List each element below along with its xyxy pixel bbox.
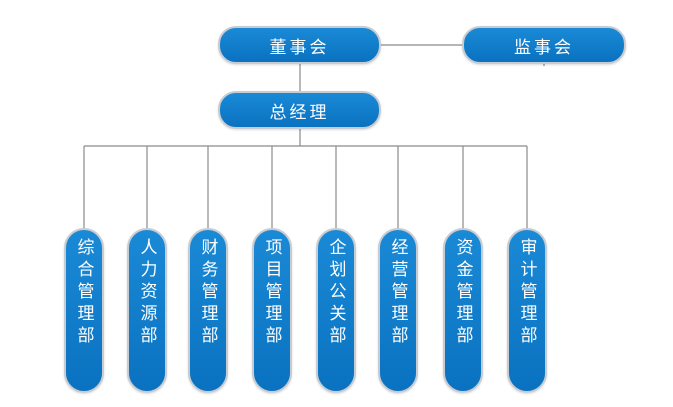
department-label: 审计管理部 bbox=[516, 238, 537, 348]
department-label: 财务管理部 bbox=[197, 238, 218, 348]
department-label: 项目管理部 bbox=[261, 238, 282, 348]
department-node: 综合管理部 bbox=[64, 228, 104, 393]
general-manager-node: 总经理 bbox=[218, 91, 381, 129]
department-label: 资金管理部 bbox=[452, 238, 473, 348]
department-label: 综合管理部 bbox=[73, 238, 94, 348]
department-node: 项目管理部 bbox=[252, 228, 292, 393]
department-node: 经营管理部 bbox=[378, 228, 418, 393]
department-label: 人力资源部 bbox=[136, 238, 157, 348]
department-node: 企划公关部 bbox=[316, 228, 356, 393]
supervisors-node: 监事会 bbox=[462, 26, 626, 64]
department-node: 人力资源部 bbox=[127, 228, 167, 393]
department-label: 企划公关部 bbox=[325, 238, 346, 348]
department-node: 财务管理部 bbox=[188, 228, 228, 393]
department-node: 审计管理部 bbox=[507, 228, 547, 393]
general-manager-label: 总经理 bbox=[269, 102, 330, 123]
board-node: 董事会 bbox=[218, 26, 381, 64]
department-label: 经营管理部 bbox=[387, 238, 408, 348]
supervisors-label: 监事会 bbox=[514, 37, 574, 58]
board-label: 董事会 bbox=[269, 37, 330, 58]
department-node: 资金管理部 bbox=[443, 228, 483, 393]
